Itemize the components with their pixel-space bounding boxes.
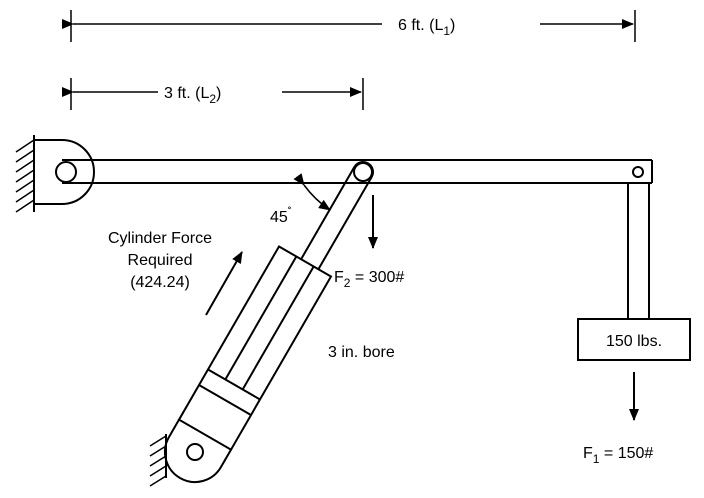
- lever-beam: [55, 159, 653, 184]
- pivot-pin-left: [55, 161, 77, 183]
- cylinder-base-pin: [186, 443, 204, 461]
- weight-box: 150 lbs.: [577, 318, 691, 361]
- dimension-l2: 3 ft. (L2): [62, 78, 364, 110]
- force-f1-label: F1 = 150#: [583, 445, 653, 466]
- bore-label: 3 in. bore: [328, 344, 395, 361]
- dimension-l2-label: 3 ft. (L2): [164, 85, 221, 106]
- weight-label: 150 lbs.: [606, 333, 662, 350]
- cylinder-force-line1: Cylinder Force: [108, 230, 212, 247]
- pivot-pin-right: [632, 166, 644, 178]
- angle-label: 45˚: [270, 205, 292, 226]
- hydraulic-cylinder: [149, 161, 374, 487]
- cylinder-force-line2: Required: [128, 252, 193, 269]
- weight-hanger: [627, 183, 650, 319]
- rod-pin: [353, 162, 373, 182]
- force-f2-label: F2 = 300#: [334, 269, 404, 290]
- force-f2: F2 = 300#: [334, 195, 404, 290]
- dimension-l1: 6 ft. (L1): [62, 10, 636, 42]
- wall-pivot-left: [15, 135, 96, 213]
- cylinder-force-arrow: [205, 251, 243, 316]
- force-f1: F1 = 150#: [583, 372, 653, 466]
- dimension-l1-label: 6 ft. (L1): [398, 17, 455, 38]
- angle-marker: 45˚: [270, 173, 331, 226]
- cylinder-force-line3: (424.24): [130, 274, 190, 291]
